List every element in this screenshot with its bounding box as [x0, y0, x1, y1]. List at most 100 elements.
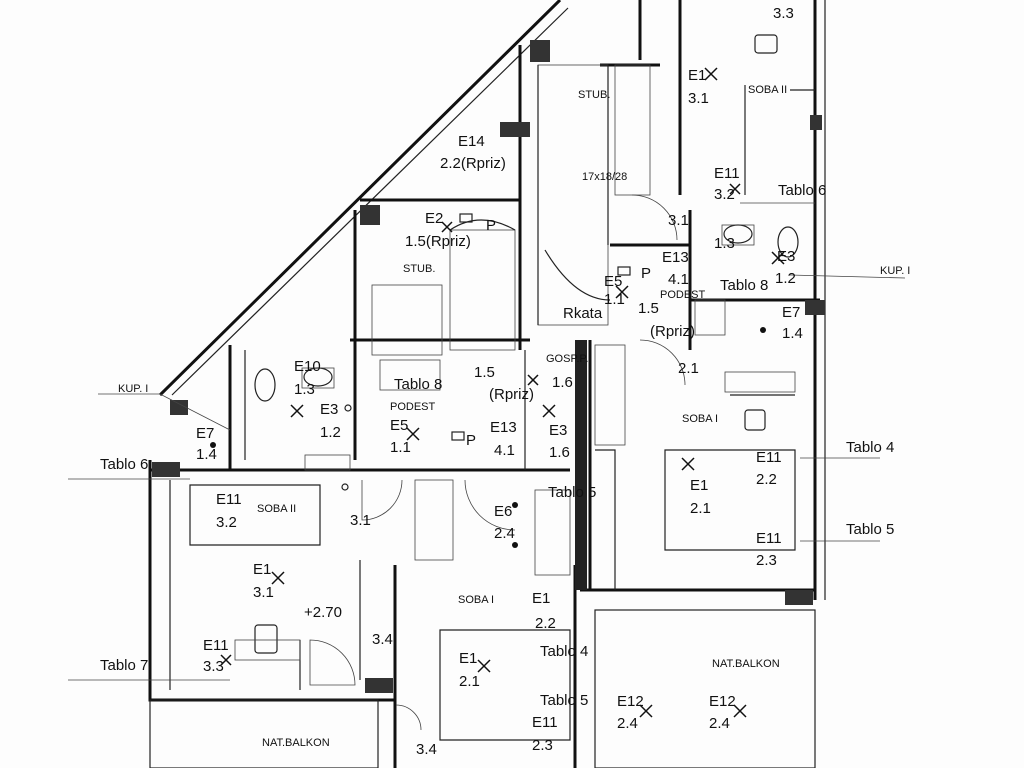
circuit-label: 4.1 — [494, 442, 515, 459]
room-label: NAT.BALKON — [712, 658, 780, 670]
circuit-label: 3.1 — [253, 584, 274, 601]
circuit-label: 1.3 — [294, 381, 315, 398]
circuit-label: E11 — [216, 491, 242, 508]
circuit-label: 3.4 — [416, 741, 437, 758]
circuit-label: 3.2 — [714, 186, 735, 203]
circuit-label: E14 — [458, 133, 485, 150]
circuit-label: 1.4 — [196, 446, 217, 463]
panel-label: Tablo 6 — [100, 456, 148, 473]
circuit-label: E1 — [253, 561, 271, 578]
circuit-label: 2.4 — [494, 525, 515, 542]
circuit-label: 3.4 — [372, 631, 393, 648]
circuit-label: 2.4 — [709, 715, 730, 732]
circuit-label: 4.1 — [668, 271, 689, 288]
circuit-label: E1 — [532, 590, 550, 607]
circuit-label: E11 — [756, 449, 782, 466]
panel-label: Tablo 8 — [394, 376, 442, 393]
circuit-label: 3.1 — [688, 90, 709, 107]
circuit-label: 2.2 — [535, 615, 556, 632]
circuit-label: 3.2 — [216, 514, 237, 531]
circuit-label: 1.5(Rpriz) — [405, 233, 471, 250]
symbol-labels: P P P — [466, 217, 651, 449]
panel-label: Tablo 8 — [720, 277, 768, 294]
circuit-label: (Rpriz) — [650, 323, 695, 340]
circuit-label: 1.5 — [474, 364, 495, 381]
panel-label: Tablo 4 — [540, 643, 588, 660]
circuit-label: 3.3 — [203, 658, 224, 675]
circuit-label: 2.2(Rpriz) — [440, 155, 506, 172]
circuit-label: (Rpriz) — [489, 386, 534, 403]
balconies — [149, 609, 816, 768]
circuit-label: 2.2 — [756, 471, 777, 488]
sanitary-fixtures — [234, 34, 799, 661]
circuit-labels: E13.13.3E142.2(Rpriz)E21.5(Rpriz)E113.23… — [196, 5, 803, 758]
circuit-label: E5 — [390, 417, 408, 434]
circuit-label: 1.6 — [549, 444, 570, 461]
circuit-label: 1.6 — [552, 374, 573, 391]
room-label: 17x18/28 — [582, 171, 627, 183]
panel-label: Tablo 5 — [540, 692, 588, 709]
room-label: SOBA II — [257, 503, 296, 515]
circuit-label: 1.1 — [390, 439, 411, 456]
room-label: SOBA I — [458, 594, 494, 606]
circuit-label: 1.1 — [604, 291, 625, 308]
circuit-label: E5 — [604, 273, 622, 290]
room-label: +2.70 — [304, 604, 342, 621]
x-markers — [220, 67, 785, 718]
circuit-label: E6 — [494, 503, 512, 520]
room-labels: SOBA IISTUB.STUB.PODESTPODESTRkataGOSP.P… — [118, 84, 910, 749]
circuit-label: E11 — [714, 165, 740, 182]
leader-lines — [68, 202, 906, 681]
circuit-label: E2 — [425, 210, 443, 227]
outer-walls — [148, 0, 826, 768]
circuit-label: E3 — [777, 248, 795, 265]
symbol-label: P — [466, 432, 476, 449]
circuit-label: E3 — [320, 401, 338, 418]
room-label: STUB. — [578, 89, 610, 101]
circuit-label: E1 — [688, 67, 706, 84]
panel-label: Tablo 5 — [846, 521, 894, 538]
circuit-label: 1.5 — [638, 300, 659, 317]
stair-runs — [371, 64, 611, 356]
room-label: NAT.BALKON — [262, 737, 330, 749]
circuit-label: E7 — [782, 304, 800, 321]
circuit-label: 3.1 — [668, 212, 689, 229]
circuit-label: E1 — [459, 650, 477, 667]
circuit-label: 1.3 — [714, 235, 735, 252]
room-label: SOBA I — [682, 413, 718, 425]
circuit-label: 2.3 — [756, 552, 777, 569]
circuit-label: E11 — [203, 637, 229, 654]
room-label: Rkata — [563, 305, 603, 322]
outlet-markers — [210, 213, 766, 548]
panel-label: Tablo 7 — [100, 657, 148, 674]
circuit-label: 2.4 — [617, 715, 638, 732]
circuit-label: E1 — [690, 477, 708, 494]
panel-label: Tablo 6 — [778, 182, 826, 199]
circuit-label: E11 — [756, 530, 782, 547]
room-label: GOSP.P. — [546, 353, 588, 365]
circuit-label: 3.3 — [773, 5, 794, 22]
room-label: SOBA II — [748, 84, 787, 96]
circuit-label: E11 — [532, 714, 558, 731]
panel-labels: Tablo 6 Tablo 8 Tablo 8 Tablo 4 Tablo 6 Tablo… — [100, 182, 894, 709]
room-label: PODEST — [390, 401, 436, 413]
door-swings — [309, 194, 686, 731]
circuit-label: 2.3 — [532, 737, 553, 754]
circuit-label: E3 — [549, 422, 567, 439]
symbol-label: P — [641, 265, 651, 282]
circuit-label: E7 — [196, 425, 214, 442]
panel-label: Tablo 5 — [548, 484, 596, 501]
circuit-label: 1.4 — [782, 325, 803, 342]
circuit-label: 3.1 — [350, 512, 371, 529]
circuit-label: 2.1 — [678, 360, 699, 377]
inner-partitions — [169, 85, 815, 741]
circuit-label: E12 — [617, 693, 644, 710]
room-label: STUB. — [403, 263, 435, 275]
room-label: KUP. I — [118, 383, 148, 395]
symbol-label: P — [486, 217, 496, 234]
circuit-label: E12 — [709, 693, 736, 710]
circuit-label: E13 — [490, 419, 517, 436]
circuit-label: E13 — [662, 249, 689, 266]
circuit-label: E10 — [294, 358, 321, 375]
